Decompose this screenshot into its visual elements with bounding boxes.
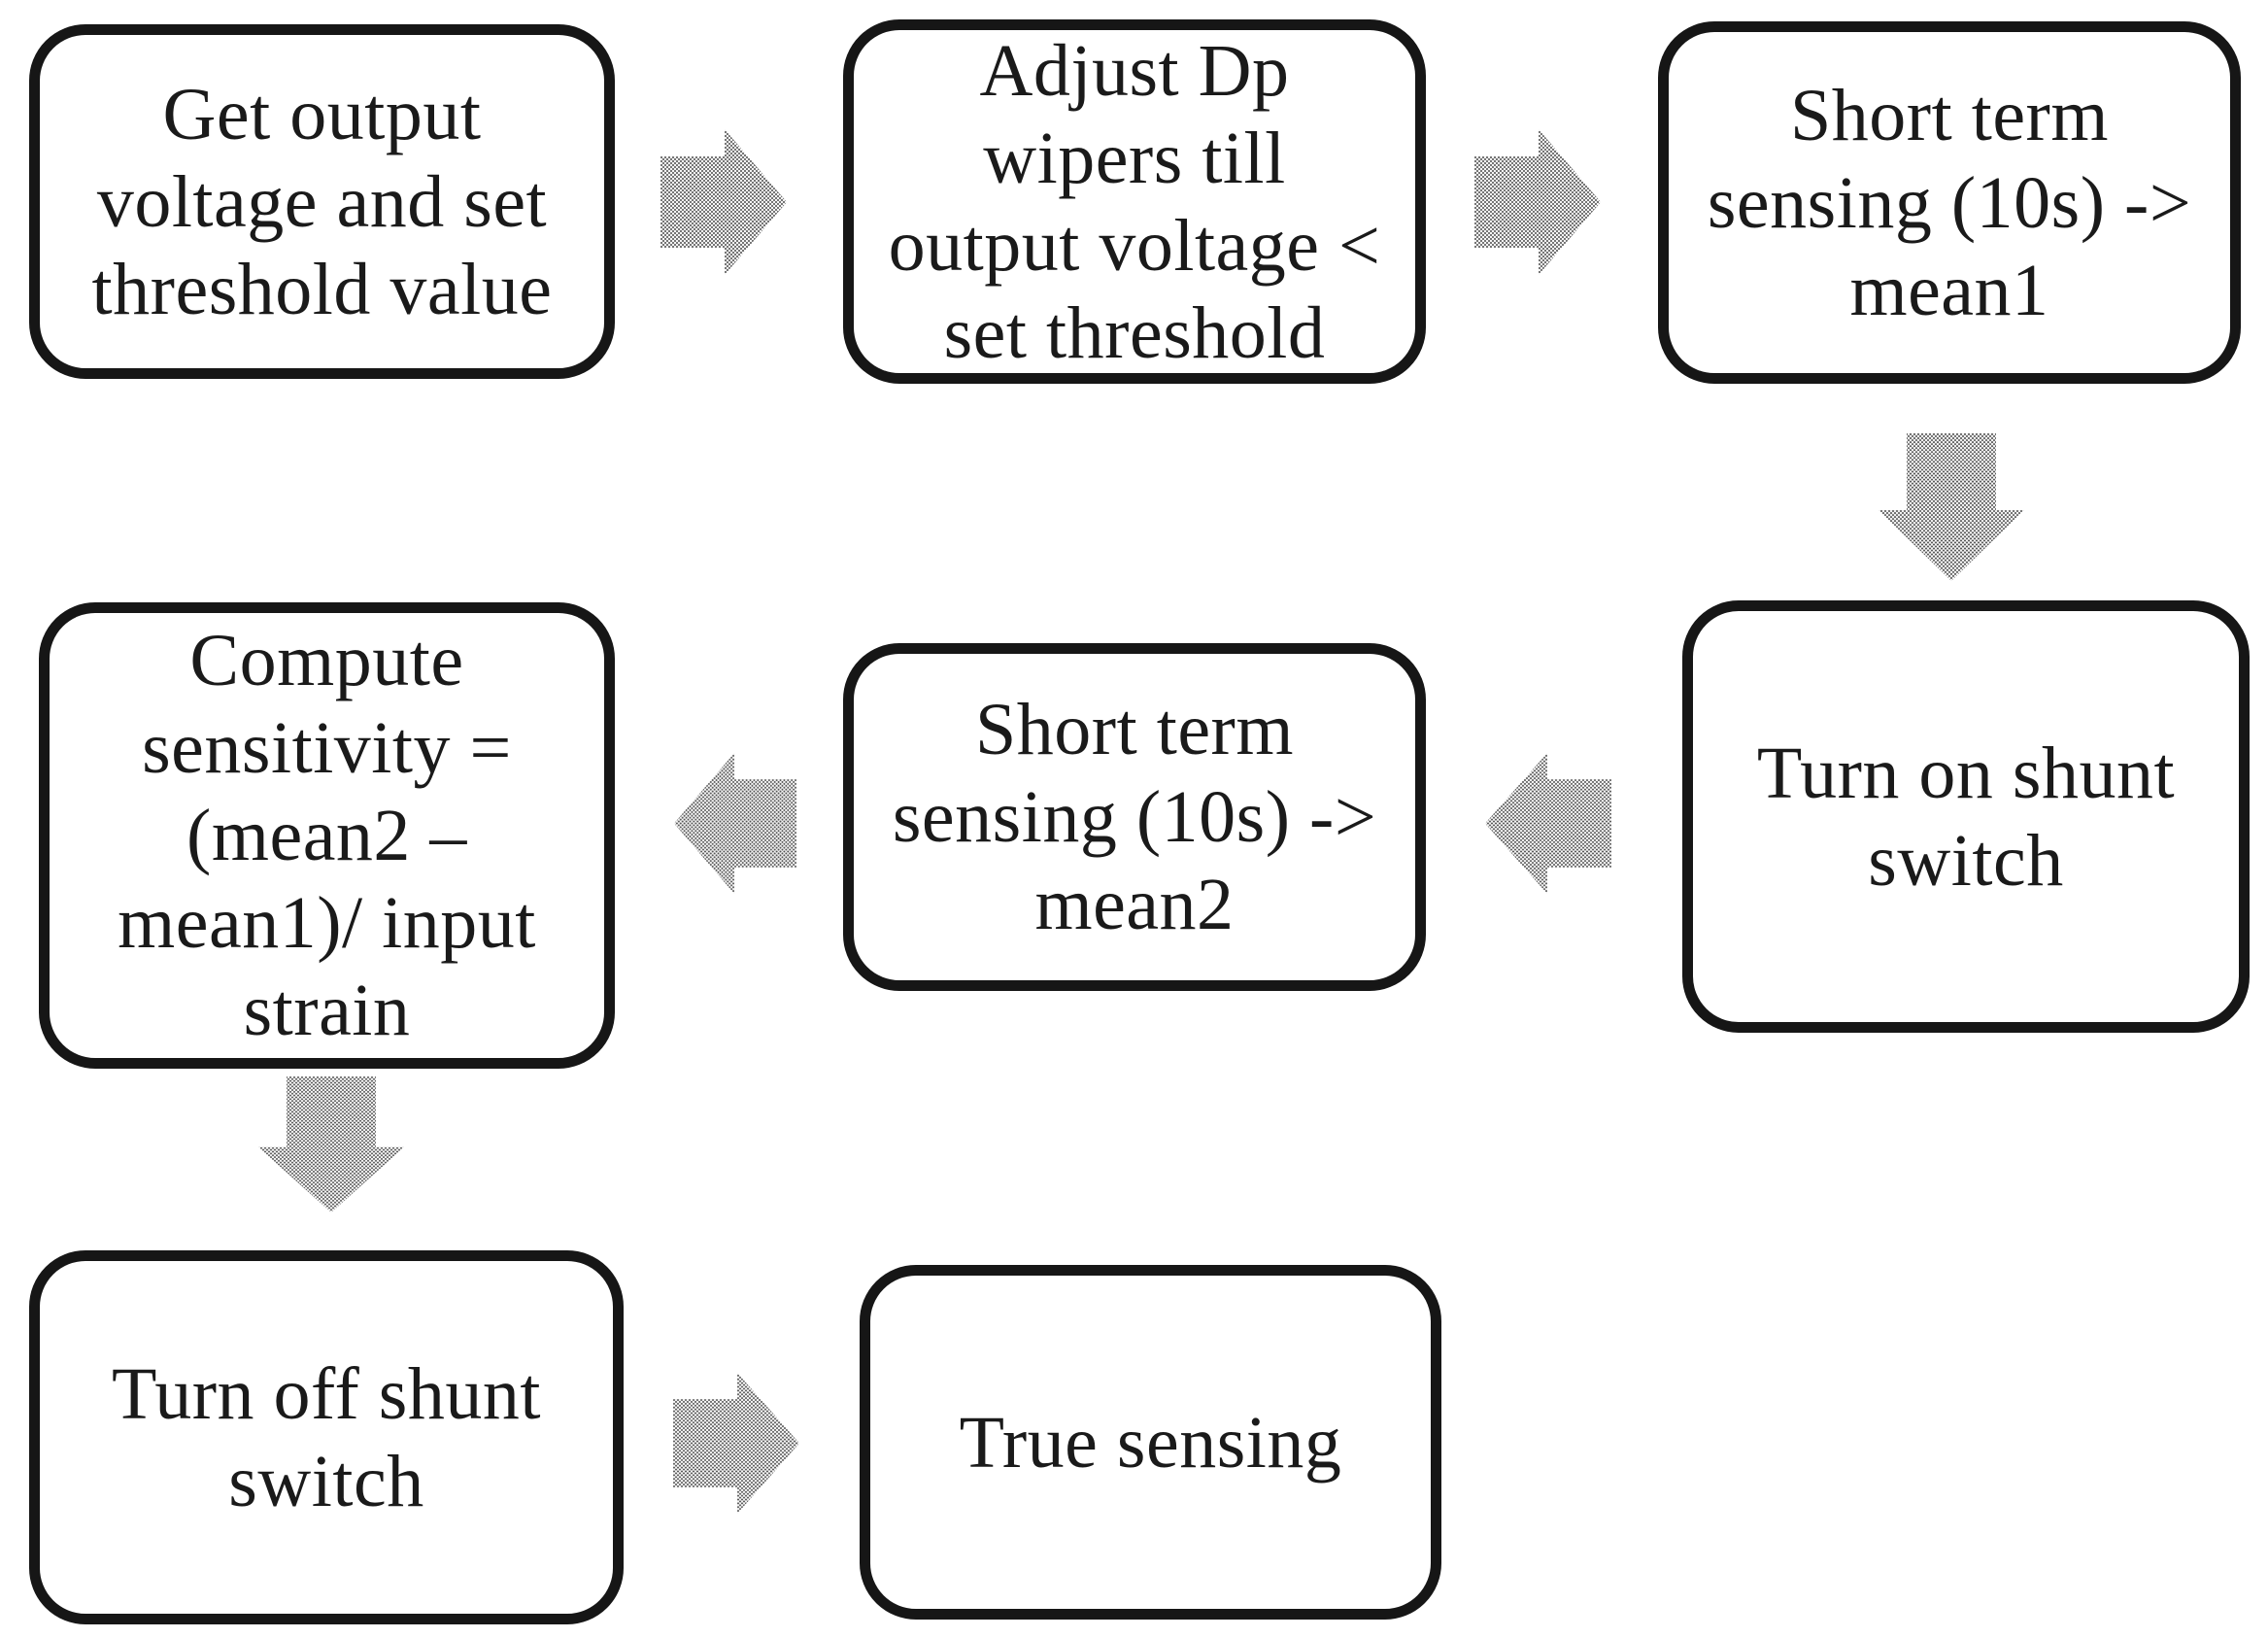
arrow-left-shape [1485, 753, 1611, 894]
step-text-line: Turn on shunt [1756, 732, 2176, 814]
step-text-line: Short term [975, 689, 1294, 770]
step-true-sensing: True sensing [860, 1265, 1441, 1620]
step-text-line: voltage and set [96, 160, 548, 243]
step-text-line: Get output [162, 73, 482, 155]
step-text-line: switch [228, 1440, 424, 1522]
step-text-line: Adjust Dp [979, 29, 1290, 112]
step-turn-off-shunt-switch: Turn off shunt switch [29, 1250, 624, 1624]
step-compute-sensitivity: Compute sensitivity = (mean2 – mean1)/ i… [39, 602, 615, 1069]
step-text-line: threshold value [91, 248, 553, 330]
step-text-line: (mean2 – [186, 795, 467, 876]
arrow-right-icon [673, 1373, 799, 1514]
arrow-down-shape [258, 1076, 404, 1212]
arrow-down-icon [258, 1076, 404, 1212]
step-text-line: Turn off shunt [112, 1352, 541, 1435]
step-short-term-sensing-mean1: Short term sensing (10s) -> mean1 [1658, 21, 2241, 384]
step-text-line: switch [1868, 819, 2064, 902]
step-adjust-dp-wipers: Adjust Dp wipers till output voltage < s… [843, 19, 1426, 384]
arrow-down-icon [1879, 433, 2024, 581]
step-text-line: True sensing [959, 1401, 1342, 1484]
step-text-line: mean1)/ input [118, 882, 536, 964]
arrow-right-shape [673, 1373, 799, 1514]
step-text-line: Short term [1790, 74, 2109, 156]
step-text-line: strain [243, 970, 411, 1051]
arrow-right-shape [660, 129, 787, 275]
arrow-right-icon [660, 129, 787, 275]
step-text-line: Compute [189, 620, 464, 701]
arrow-left-icon [1485, 753, 1611, 894]
arrow-right-icon [1474, 129, 1601, 275]
step-text-line: mean2 [1034, 864, 1235, 945]
arrow-down-shape [1879, 433, 2024, 581]
step-short-term-sensing-mean2: Short term sensing (10s) -> mean2 [843, 643, 1426, 991]
step-text-line: sensitivity = [142, 707, 512, 789]
step-text-line: set threshold [943, 291, 1326, 374]
step-text-line: wipers till [983, 117, 1286, 199]
step-turn-on-shunt-switch: Turn on shunt switch [1682, 600, 2250, 1033]
step-text-line: output voltage < [888, 204, 1381, 287]
arrow-left-shape [674, 753, 796, 894]
arrow-left-icon [674, 753, 796, 894]
arrow-right-shape [1474, 129, 1601, 275]
step-text-line: mean1 [1849, 249, 2049, 331]
step-text-line: sensing (10s) -> [892, 776, 1377, 858]
step-text-line: sensing (10s) -> [1707, 161, 2192, 244]
step-get-output-voltage: Get output voltage and set threshold val… [29, 24, 615, 379]
